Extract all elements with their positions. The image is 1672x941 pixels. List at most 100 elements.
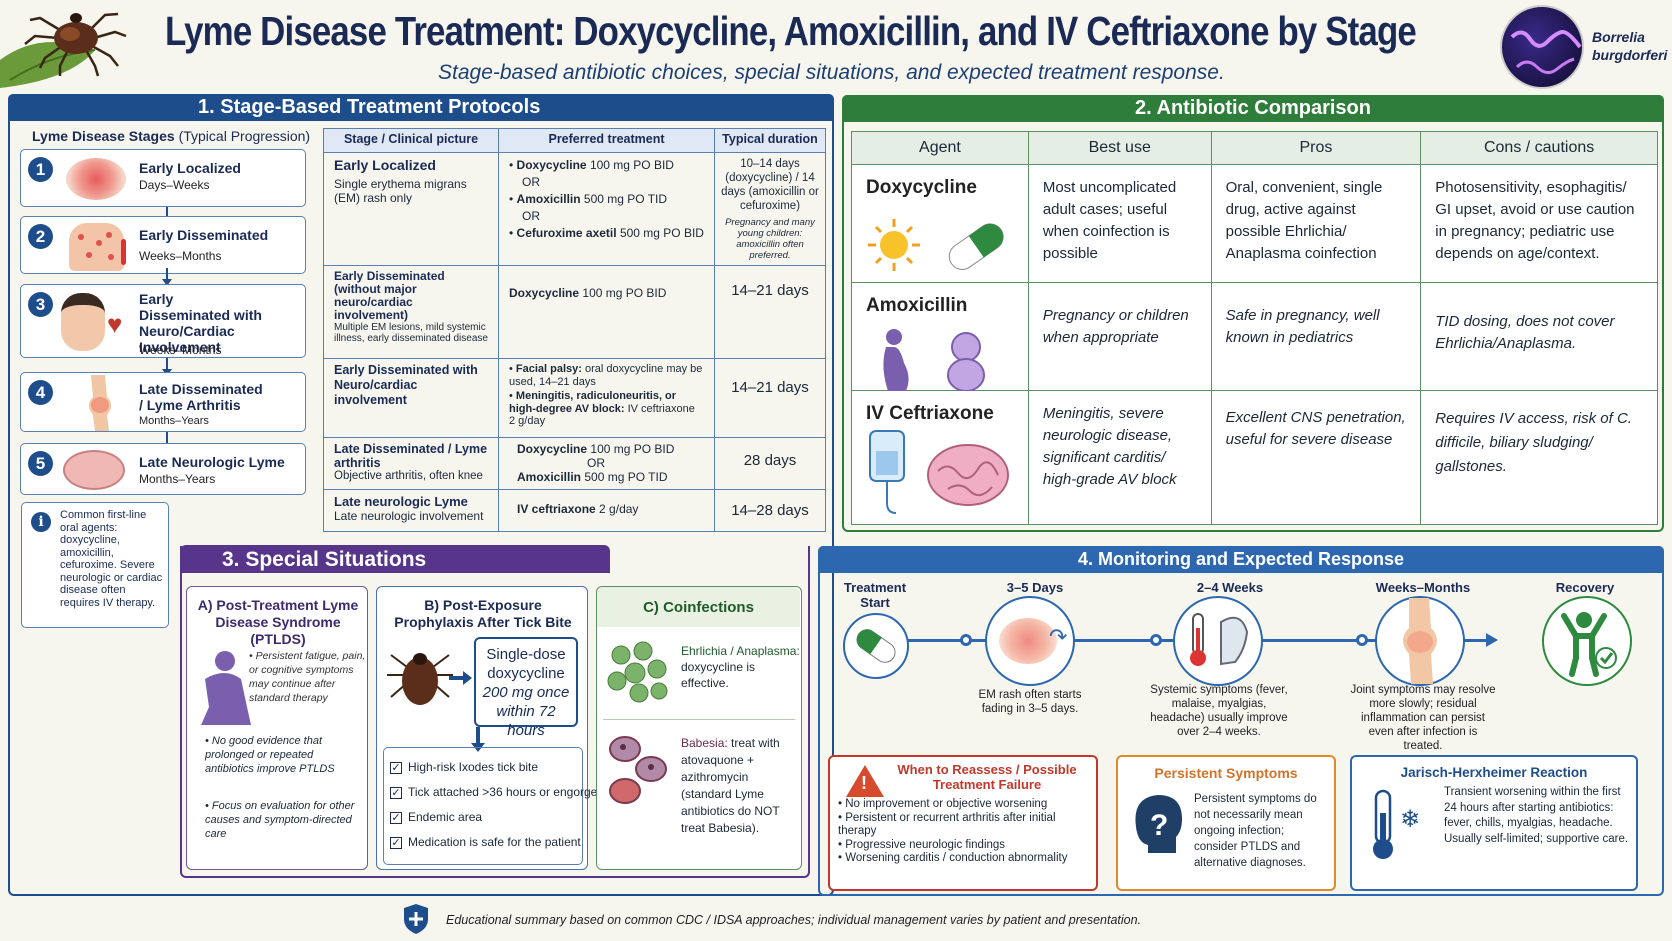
reassess-title: When to Reassess / Possible Treatment Fa… <box>897 762 1077 792</box>
dose-line-2: doxycycline <box>487 665 565 682</box>
checkbox-icon: ✓ <box>390 837 402 849</box>
row1-t2-drug: Amoxicillin <box>516 192 581 206</box>
ehrlichia-name: Ehrlichia / Anaplasma: <box>681 644 800 658</box>
row2-drug: Doxycycline <box>509 286 580 300</box>
stage-time: Months–Years <box>139 472 216 486</box>
row4-picture: Objective arthritis, often knee <box>334 470 483 482</box>
row4-t1-dose: 100 mg PO BID <box>590 442 675 456</box>
babesia-text: Babesia: treat with atovaquone + azithro… <box>681 735 801 837</box>
row2-dose: 100 mg PO BID <box>582 286 667 300</box>
reassess-item-1: • No improvement or objective worsening <box>838 798 1048 810</box>
timeline-dot <box>1356 634 1368 646</box>
stage-time: Weeks–Months <box>139 249 222 263</box>
row1-picture: Single erythema migrans (EM) rash only <box>334 177 467 205</box>
persistent-symptoms-box: Persistent Symptoms ? Persistent symptom… <box>1116 755 1336 891</box>
page-subtitle: Stage-based antibiotic choices, special … <box>438 61 1225 84</box>
row4-treatment-cell: Doxycycline 100 mg PO BID OR Amoxicillin… <box>498 437 715 490</box>
row4-t1: Doxycycline 100 mg PO BID <box>517 442 704 456</box>
row5-stage-cell: Late neurologic Lyme Late neurologic inv… <box>323 489 499 532</box>
section3-title-tab <box>180 545 610 573</box>
stage-number: 2 <box>28 224 53 249</box>
row2-treatment-cell: Doxycycline 100 mg PO BID <box>498 265 715 359</box>
agent-ceftriaxone-pros: Excellent CNS penetration, useful for se… <box>1210 390 1422 525</box>
heart-icon: ♥ <box>107 309 123 339</box>
ptlds-desc: • Persistent fatigue, pain, or cognitive… <box>249 650 366 704</box>
coinfection-divider <box>603 719 795 720</box>
row4-duration: 28 days <box>713 437 827 490</box>
stages-heading-note: (Typical Progression) <box>178 128 311 144</box>
tick-illustration <box>0 0 150 90</box>
criteria-2-text: Tick attached >36 hours or engorged <box>408 785 605 799</box>
step-caption-3-5-days: EM rash often starts fading in 3–5 days. <box>978 689 1082 715</box>
section-stage-protocols: 1. Stage-Based Treatment Protocols <box>8 94 834 896</box>
row2-stage-cell: Early Disseminated (without major neuro/… <box>323 265 499 359</box>
step-label-weeks-months: Weeks–Months <box>1375 580 1471 595</box>
step-2-4-weeks-circle <box>1173 596 1263 686</box>
reassess-item-2: • Persistent or recurrent arthritis afte… <box>838 811 1056 838</box>
row2-stage: Early Disseminated (without major neuro/… <box>334 269 445 322</box>
em-rash-icon <box>66 158 126 200</box>
agent-ceftriaxone-cell: IV Ceftriaxone <box>851 390 1029 525</box>
pregnancy-child-icon <box>883 329 985 392</box>
row1-t3-drug: Cefuroxime axetil <box>516 226 617 240</box>
ptlds-bullet-1: • No good evidence that prolonged or rep… <box>205 735 335 775</box>
jarisch-title: Jarisch-Herxheimer Reaction <box>1400 765 1588 780</box>
step-label-2-4-weeks: 2–4 Weeks <box>1196 580 1264 595</box>
stages-heading-label: Lyme Disease Stages <box>32 128 175 144</box>
bacteria-label: Borrelia burgdorferi <box>1592 28 1667 64</box>
checkbox-icon: ✓ <box>390 762 402 774</box>
reassess-item-1-text: No improvement or objective worsening <box>845 798 1048 810</box>
row3-stage-cell: Early Disseminated with Neuro/cardiac in… <box>323 358 499 438</box>
warning-icon <box>846 765 884 797</box>
row3-stage: Early Disseminated with Neuro/cardiac in… <box>334 363 478 407</box>
stage-card-3: 3 ♥ Early Disseminated with Neuro/Cardia… <box>20 284 306 358</box>
timeline-dot <box>1150 634 1162 646</box>
row1-treatment-cell: • Doxycycline 100 mg PO BID OR • Amoxici… <box>498 152 715 266</box>
comp-header-cons: Cons / cautions <box>1420 131 1658 165</box>
knee-icon <box>79 375 119 431</box>
reassess-item-4: • Worsening carditis / conduction abnorm… <box>838 852 1068 864</box>
stage-card-4: 4 Late Disseminated / Lyme Arthritis Mon… <box>20 372 306 432</box>
ptlds-title: A) Post-Treatment Lyme Disease Syndrome … <box>197 597 359 647</box>
info-icon: i <box>31 512 51 532</box>
row1-t1: • Doxycycline 100 mg PO BID <box>509 158 674 172</box>
row3-duration: 14–21 days <box>713 358 827 438</box>
stage-number: 3 <box>28 292 53 317</box>
agent-doxycycline-cons: Photosensitivity, esophagitis/ GI upset,… <box>1420 164 1658 283</box>
ptlds-bullet-2: • Focus on evaluation for other causes a… <box>205 800 355 840</box>
svg-text:?: ? <box>1150 809 1168 842</box>
face-palsy-icon <box>61 293 105 351</box>
row3-b2-bold: Meningitis, radiculoneuritis, or high-de… <box>509 390 677 415</box>
bacteria-label-line1: Borrelia <box>1592 29 1645 45</box>
row4-t2-drug: Amoxicillin <box>517 470 582 484</box>
comp-header-best: Best use <box>1027 131 1212 165</box>
comparison-table: Agent Best use Pros Cons / cautions Doxy… <box>851 131 1658 525</box>
prophylaxis-arrow-head <box>463 671 472 685</box>
ehrlichia-cells-icon <box>605 639 671 705</box>
comp-header-pros: Pros <box>1210 131 1422 165</box>
row3-treatment-cell: • Facial palsy: oral doxycycline may be … <box>498 358 715 438</box>
footer-text: Educational summary based on common CDC … <box>446 913 1142 927</box>
distressed-person-icon <box>195 649 255 729</box>
row1-t2-dose: 500 mg PO TID <box>583 192 668 206</box>
section3-title: 3. Special Situations <box>222 548 427 571</box>
criteria-3: ✓Endemic area <box>390 810 482 824</box>
prophylaxis-arrow <box>449 676 465 680</box>
row4-stage: Late Disseminated / Lyme arthritis <box>334 442 488 470</box>
stage-card-2: 2 Early Disseminated Weeks–Months <box>20 216 306 274</box>
shield-icon <box>402 903 430 935</box>
agent-doxycycline-best: Most uncomplicated adult cases; useful w… <box>1027 164 1212 283</box>
stage-number: 5 <box>28 451 53 476</box>
recovered-person-icon <box>1561 612 1617 677</box>
agent-amoxicillin-best: Pregnancy or children when appropriate <box>1027 282 1212 391</box>
reassess-item-3-text: Progressive neurologic findings <box>845 838 1006 851</box>
row4-stage-cell: Late Disseminated / Lyme arthritis Objec… <box>323 437 499 490</box>
row2-duration: 14–21 days <box>713 265 827 359</box>
fading-rash-icon <box>999 618 1057 664</box>
reassess-item-4-text: Worsening carditis / conduction abnormal… <box>845 852 1068 864</box>
step-label-recovery: Recovery <box>1555 580 1615 595</box>
step-weeks-months-circle <box>1375 596 1465 686</box>
stage-card-5: 5 Late Neurologic Lyme Months–Years <box>20 443 306 495</box>
jarisch-box: Jarisch-Herxheimer Reaction ❄ Transient … <box>1350 755 1638 891</box>
row1-note: Pregnancy and many young children: amoxi… <box>725 217 815 261</box>
